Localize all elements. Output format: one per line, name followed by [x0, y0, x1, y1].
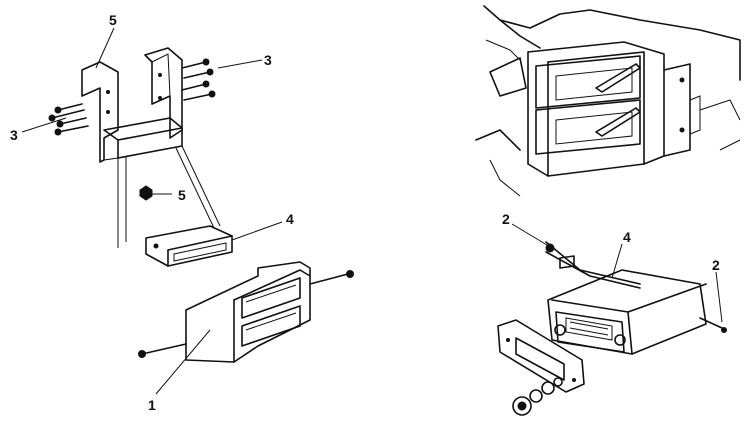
knob-icon [512, 377, 563, 416]
screw-icon [48, 103, 89, 136]
radio-unit [547, 269, 707, 355]
screw-icon [138, 270, 354, 358]
callout-wire-left: 2 [502, 211, 510, 227]
leader-lines-right [511, 223, 723, 323]
callout-pocket: 4 [286, 211, 294, 227]
storage-pocket [145, 225, 233, 267]
wire-harness [545, 241, 727, 333]
dash-installed-view [475, 5, 741, 197]
console-bezel [185, 261, 311, 363]
callout-screws-left: 3 [10, 127, 18, 143]
callout-radio: 4 [623, 229, 631, 245]
screw-icon [181, 58, 216, 101]
trim-plate [497, 319, 585, 393]
callout-wire-right: 2 [712, 257, 720, 273]
guide-lines [117, 145, 221, 248]
callout-bezel: 1 [148, 397, 156, 413]
callout-screws-right: 3 [264, 52, 272, 68]
callout-nut: 5 [178, 187, 186, 203]
callout-bracket: 5 [109, 12, 117, 28]
leader-lines-left [21, 27, 283, 395]
nut-icon [139, 185, 153, 201]
mounting-bracket [81, 47, 183, 163]
